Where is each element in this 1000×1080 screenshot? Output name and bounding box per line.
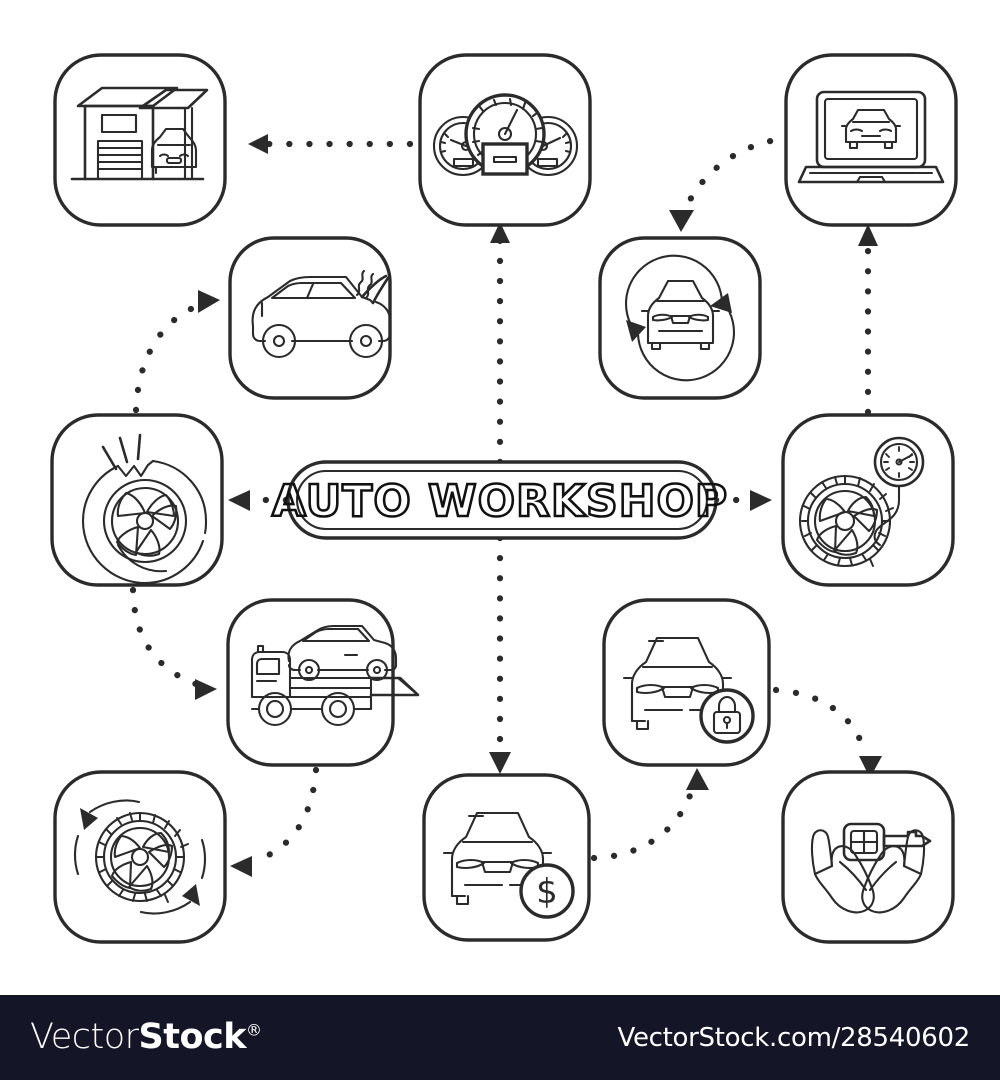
tow-truck-icon — [250, 624, 420, 727]
garage-icon — [70, 86, 209, 181]
node-car-dollar-price[interactable]: $ — [422, 773, 591, 942]
connector-center-to-dashboard — [490, 222, 510, 466]
vectorstock-watermark-bar: VectorStock® VectorStock.com/28540602 — [0, 995, 1000, 1080]
center-label: AUTO WORKSHOP — [272, 476, 728, 527]
connector-flattire-to-towtruck — [129, 586, 217, 700]
node-car-lock-security[interactable] — [602, 598, 771, 767]
car-lock-icon — [622, 636, 755, 744]
connector-center-to-flattire — [228, 490, 290, 511]
svg-text:$: $ — [536, 872, 558, 912]
tire-pressure-icon — [798, 436, 925, 568]
laptop-car-icon — [797, 90, 945, 184]
node-car-exchange-arrows[interactable] — [598, 236, 762, 400]
punctured-tire-icon — [81, 433, 208, 585]
vectorstock-logo: VectorStock® — [30, 1020, 262, 1055]
tire-rotation-icon — [73, 799, 207, 915]
dashboard-gauges-icon — [432, 93, 579, 177]
node-garage-building[interactable] — [53, 53, 227, 227]
node-dashboard-gauges[interactable] — [418, 53, 592, 227]
registered-mark-icon: ® — [246, 1020, 262, 1040]
connector-carsecurity-to-carkey — [772, 686, 882, 778]
node-punctured-tire[interactable] — [50, 413, 224, 587]
car-open-hood-icon — [251, 269, 392, 359]
node-hands-car-key[interactable] — [781, 770, 955, 944]
node-laptop-car-diagnostics[interactable] — [784, 53, 958, 227]
connector-flattire-to-brokencar — [132, 290, 220, 414]
car-dollar-icon: $ — [442, 811, 575, 919]
node-tow-truck[interactable] — [226, 598, 420, 767]
vectorstock-url: VectorStock.com/28540602 — [617, 1022, 971, 1053]
logo-text-vector: Vector — [30, 1017, 139, 1057]
connector-towtruck-to-tirechange — [230, 766, 320, 877]
connector-pressure-to-laptop — [858, 224, 878, 416]
auto-workshop-mind-map: .ln { fill:none; stroke:#2b2b2b; stroke-… — [50, 53, 958, 944]
connector-center-to-pressure — [712, 490, 772, 511]
connector-dashboard-to-garage — [248, 134, 414, 154]
connector-laptop-to-exchange — [669, 134, 794, 232]
center-node-auto-workshop[interactable]: AUTO WORKSHOP — [271, 460, 728, 540]
hands-car-key-icon — [810, 822, 932, 914]
node-car-open-hood-smoke[interactable] — [228, 236, 392, 400]
connector-layer — [129, 134, 882, 877]
connector-center-to-carprice — [489, 534, 511, 774]
connector-carprice-to-carsecurity — [590, 768, 709, 862]
node-tire-pressure-gauge[interactable] — [781, 413, 955, 587]
node-tire-rotation-arrows[interactable] — [53, 770, 227, 944]
logo-text-stock: Stock — [138, 1017, 247, 1057]
car-exchange-icon — [625, 254, 735, 382]
